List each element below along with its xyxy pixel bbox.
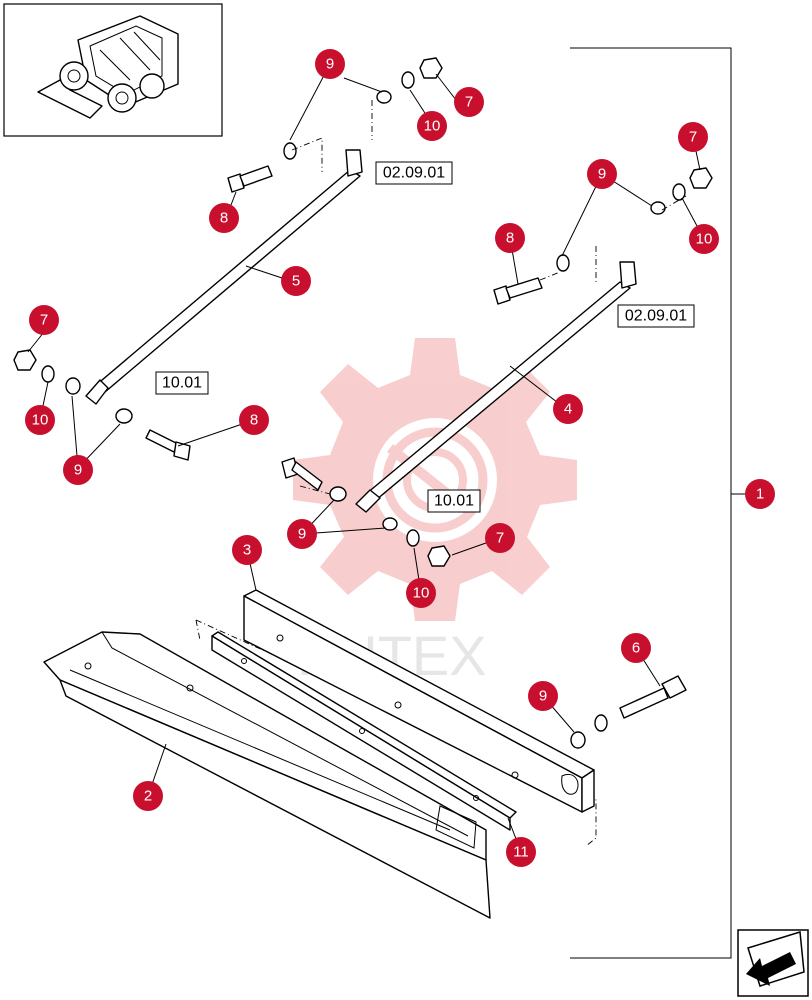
callout-number: 1 <box>756 486 764 503</box>
callout-9-a[interactable]: 9 <box>315 49 345 79</box>
callout-number: 9 <box>298 526 306 543</box>
strip-11 <box>211 631 517 831</box>
stabilizer-bar-4 <box>355 261 637 513</box>
callout-10-a[interactable]: 10 <box>417 111 447 141</box>
callout-number: 9 <box>74 462 82 479</box>
callout-5[interactable]: 5 <box>281 266 311 296</box>
callout-number: 9 <box>539 688 547 705</box>
callout-number: 10 <box>424 118 441 135</box>
ref-label: 02.09.01 <box>625 308 687 325</box>
ref-box-02-09-01-a: 02.09.01 <box>375 161 453 185</box>
callout-2[interactable]: 2 <box>133 781 163 811</box>
beam-3 <box>243 589 595 813</box>
callout-10-c[interactable]: 10 <box>689 224 719 254</box>
assembly-centerlines <box>195 100 687 847</box>
callout-9-b[interactable]: 9 <box>63 455 93 485</box>
callout-number: 3 <box>243 542 251 559</box>
callout-8-b[interactable]: 8 <box>495 223 525 253</box>
assembly-bracket <box>570 47 732 959</box>
stabilizer-bar-5 <box>85 149 363 405</box>
callout-number: 9 <box>598 166 606 183</box>
callout-number: 6 <box>632 640 640 657</box>
ref-box-02-09-01-b: 02.09.01 <box>617 304 695 328</box>
callout-7-b[interactable]: 7 <box>29 305 59 335</box>
callout-7-c[interactable]: 7 <box>678 122 708 152</box>
skid-steer-loader-icon <box>37 15 179 119</box>
callout-number: 2 <box>144 788 152 805</box>
callout-10-b[interactable]: 10 <box>25 405 55 435</box>
callout-9-e[interactable]: 9 <box>528 681 558 711</box>
callout-number: 7 <box>465 94 473 111</box>
bolt-8-right <box>493 277 543 305</box>
callout-9-c[interactable]: 9 <box>587 159 617 189</box>
bolt-8-middle <box>145 429 191 461</box>
bolt-8-upper <box>227 165 273 193</box>
callout-3[interactable]: 3 <box>232 535 262 565</box>
callout-number: 9 <box>326 56 334 73</box>
callout-number: 8 <box>220 210 228 227</box>
callout-number: 10 <box>32 412 49 429</box>
callout-8-a[interactable]: 8 <box>209 203 239 233</box>
bolt-8-lower <box>281 457 323 491</box>
bolt-6 <box>619 675 687 719</box>
callout-4[interactable]: 4 <box>553 394 583 424</box>
ref-box-10-01-a: 10.01 <box>155 371 209 395</box>
callout-number: 8 <box>506 230 514 247</box>
cutting-edge-2 <box>43 631 491 919</box>
callout-7-d[interactable]: 7 <box>485 523 515 553</box>
callout-8-c[interactable]: 8 <box>239 405 269 435</box>
callout-number: 10 <box>696 231 713 248</box>
callout-number: 5 <box>292 273 300 290</box>
previous-page-arrow-icon[interactable] <box>737 929 809 997</box>
callout-9-d[interactable]: 9 <box>287 519 317 549</box>
callout-1[interactable]: 1 <box>745 479 775 509</box>
callout-number: 7 <box>40 312 48 329</box>
callout-7-a[interactable]: 7 <box>454 87 484 117</box>
ref-label: 02.09.01 <box>383 165 445 182</box>
callout-11[interactable]: 11 <box>506 837 536 867</box>
callout-number: 10 <box>413 585 430 602</box>
ref-box-10-01-b: 10.01 <box>427 489 481 513</box>
watermark-logo <box>293 338 577 621</box>
ref-label: 10.01 <box>162 375 202 392</box>
callout-6[interactable]: 6 <box>621 633 651 663</box>
callout-number: 4 <box>564 401 572 418</box>
callout-number: 7 <box>689 129 697 146</box>
callout-number: 7 <box>496 530 504 547</box>
ref-label: 10.01 <box>434 493 474 510</box>
callout-10-d[interactable]: 10 <box>406 578 436 608</box>
callout-number: 11 <box>513 844 529 861</box>
callout-10-e[interactable]: 10 <box>413 585 430 602</box>
callout-number: 8 <box>250 412 258 429</box>
